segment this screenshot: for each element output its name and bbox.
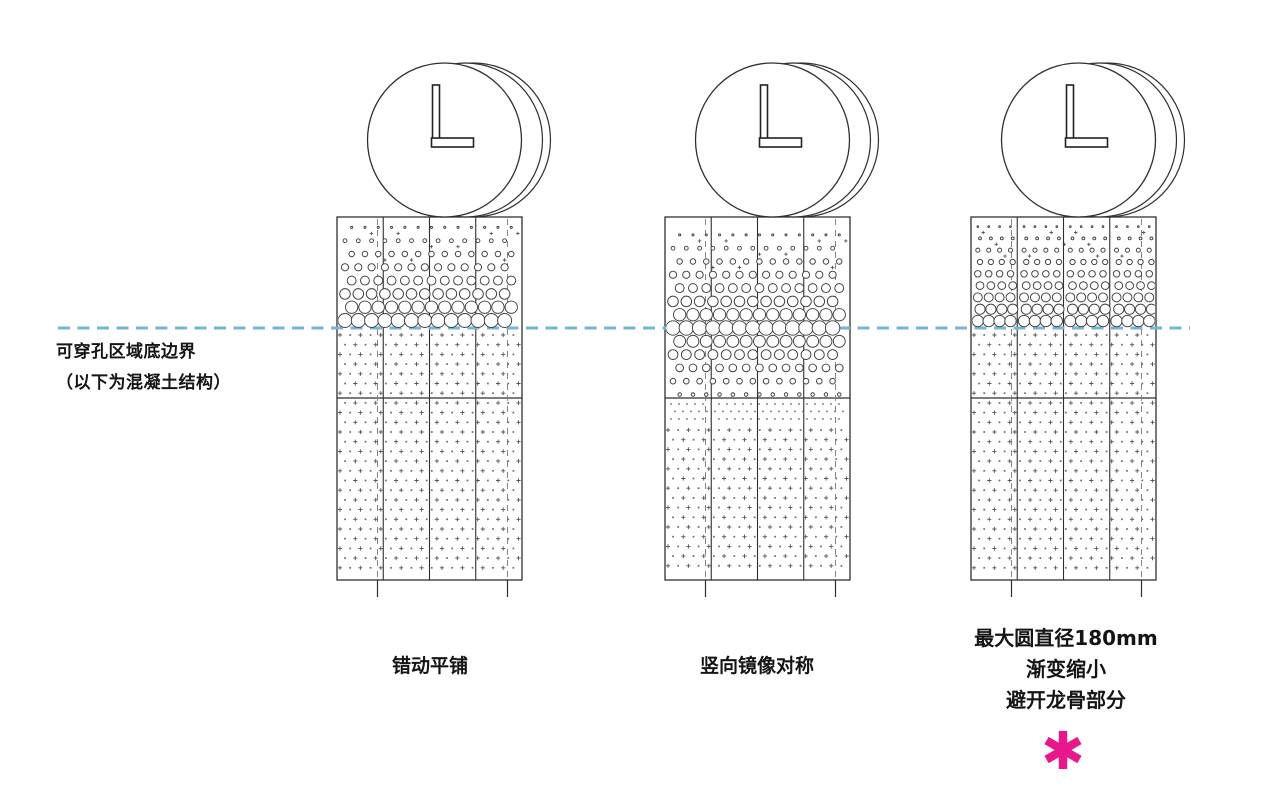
column-label-gradient-line1: 最大圆直径180mm [974,626,1158,650]
clock-icon [1000,62,1186,218]
footnote-asterisk [1041,728,1085,772]
clock-hands [1064,84,1109,148]
clock-hands [430,84,475,148]
perforation-pattern-gradient-shrink-avoid-keel [972,225,1155,328]
perforation-pattern-vertical-mirror [666,233,848,420]
boundary-note: 可穿孔区域底边界 （以下为混凝土结构） [56,337,231,399]
clock-icon [366,62,552,218]
column-label-gradient-line2: 渐变缩小 [1026,657,1106,681]
perforation-pattern-staggered-tiling [338,225,520,328]
column-label-gradient-line3: 避开龙骨部分 [1006,688,1126,712]
perforated-panel-0 [336,216,523,597]
clock-icon [694,62,880,218]
column-label-gradient: 最大圆直径180mm 渐变缩小 避开龙骨部分 [974,623,1157,716]
column-label-vertical-mirror: 竖向镜像对称 [699,655,815,677]
boundary-note-line1: 可穿孔区域底边界 [56,342,196,362]
boundary-note-line2: （以下为混凝土结构） [56,373,231,393]
column-label-staggered-tiling: 错动平铺 [391,655,469,677]
perforated-panel-2 [970,216,1157,597]
asterisk-icon [1044,731,1082,769]
clock-hands [758,84,803,148]
